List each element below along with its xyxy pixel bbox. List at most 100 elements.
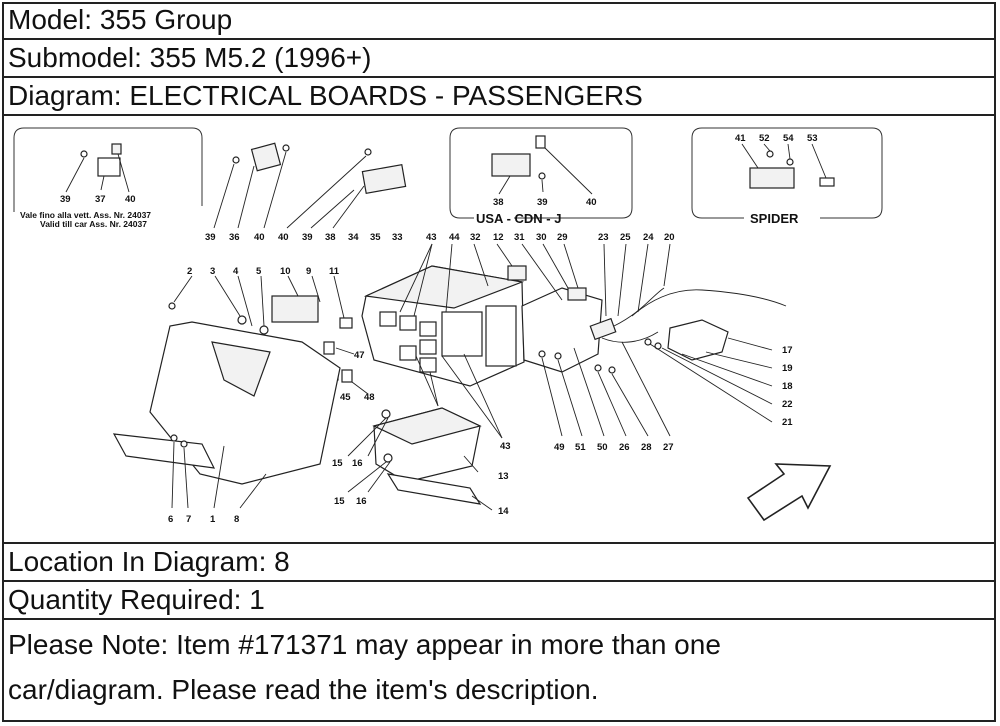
callout-number: 27 [663, 442, 674, 453]
connector-part [271, 295, 319, 323]
callout-number: 40 [254, 232, 265, 243]
quantity-label: Quantity Required: [8, 584, 242, 615]
relay-part [399, 315, 417, 331]
nut-part [259, 325, 269, 335]
callout-number: 18 [782, 381, 793, 392]
callout-number: 25 [620, 232, 631, 243]
callout-number: 50 [597, 442, 608, 453]
callout-number: 13 [498, 471, 509, 482]
fuse-block [485, 305, 517, 367]
quantity-row: Quantity Required: 1 [2, 582, 996, 620]
connector-part [589, 317, 617, 341]
screw-part [538, 172, 546, 180]
relay-part [97, 157, 121, 177]
screw-part [538, 350, 546, 358]
top-row-callouts: 39 36 40 40 39 38 34 35 33 43 44 32 12 3… [205, 232, 675, 243]
callout-number: 38 [493, 197, 504, 208]
callout-number: 12 [493, 232, 504, 243]
callout-number: 19 [782, 363, 793, 374]
nut-part [608, 366, 616, 374]
screw-part [232, 156, 240, 164]
callout-number: 11 [329, 266, 340, 277]
upper-relays [213, 142, 407, 229]
parts-diagram-drawing: 39 37 40 Vale fino alla vett. Ass. Nr. 2… [13, 127, 883, 525]
callout-number: 28 [641, 442, 652, 453]
callout-number: 48 [364, 392, 375, 403]
callout-number: 1 [210, 514, 216, 525]
control-unit: 15 16 13 15 16 14 [332, 407, 509, 517]
callout-number: 52 [759, 133, 770, 144]
callout-number: 43 [500, 441, 511, 452]
callout-number: 40 [278, 232, 289, 243]
callout-number: 23 [598, 232, 609, 243]
callout-number: 40 [125, 194, 136, 205]
callout-number: 39 [205, 232, 216, 243]
note-line-1: Please Note: Item #171371 may appear in … [8, 629, 721, 660]
model-value: 355 Group [99, 4, 233, 35]
clip-part [535, 135, 546, 149]
callout-number: 44 [449, 232, 460, 243]
callout-number: 31 [514, 232, 525, 243]
callout-number: 53 [807, 133, 818, 144]
direction-arrow-icon [746, 463, 832, 522]
relay-part [399, 345, 417, 361]
location-row: Location In Diagram: 8 [2, 544, 996, 582]
callout-number: 38 [325, 232, 336, 243]
note-block: Please Note: Item #171371 may appear in … [2, 620, 996, 722]
callout-number: 39 [60, 194, 71, 205]
callout-number: 9 [306, 266, 311, 277]
location-value: 8 [274, 546, 290, 577]
callout-number: 4 [233, 266, 239, 277]
relay-part [379, 311, 397, 327]
callout-number: 54 [783, 133, 794, 144]
callout-number: 30 [536, 232, 547, 243]
nut-part [644, 338, 652, 346]
right-bracket-assembly: 17 19 18 22 21 49 51 50 26 28 27 [521, 243, 793, 453]
callout-number: 36 [229, 232, 240, 243]
callout-number: 39 [302, 232, 313, 243]
diagram-label: Diagram: [8, 80, 122, 111]
callout-number: 35 [370, 232, 381, 243]
callout-number: 40 [586, 197, 597, 208]
callout-number: 32 [470, 232, 481, 243]
callout-number: 49 [554, 442, 565, 453]
screw-part [170, 434, 178, 442]
panel-cutout [211, 341, 271, 397]
inset-caption-english: Valid till car Ass. Nr. 24037 [40, 219, 147, 229]
callout-number: 16 [356, 496, 367, 507]
diagram-title-row: Diagram: ELECTRICAL BOARDS - PASSENGERS [2, 78, 996, 116]
inset-spider-title: SPIDER [750, 211, 799, 226]
parts-diagram: 39 37 40 Vale fino alla vett. Ass. Nr. 2… [2, 116, 996, 544]
callout-number: 5 [256, 266, 262, 277]
spider-clip-part [819, 177, 835, 187]
screw-part [80, 150, 88, 158]
relay-part [323, 341, 335, 355]
inset-usa-cdn-j: 38 39 40 USA - CDN - J [449, 127, 633, 226]
callout-number: 14 [498, 506, 509, 517]
bracket-part [386, 473, 482, 505]
callout-number: 15 [332, 458, 343, 469]
clip-part [282, 144, 290, 152]
callout-number: 34 [348, 232, 359, 243]
spider-relay-part [749, 167, 795, 189]
callout-number: 16 [352, 458, 363, 469]
callout-number: 22 [782, 399, 793, 410]
clip-part [339, 317, 353, 329]
connector-part [567, 287, 587, 301]
relay-part [667, 319, 729, 361]
nut-part [594, 364, 602, 372]
inset-caption-italian: Vale fino alla vett. Ass. Nr. 24037 [20, 210, 151, 220]
nut-part [381, 409, 391, 419]
model-row: Model: 355 Group [2, 2, 996, 40]
board-top [363, 265, 525, 309]
callout-number: 10 [280, 266, 291, 277]
washer-part [786, 158, 794, 166]
callout-number: 17 [782, 345, 793, 356]
submodel-label: Submodel: [8, 42, 142, 73]
callout-number: 41 [735, 133, 746, 144]
callout-number: 39 [537, 197, 548, 208]
nut-part [383, 453, 393, 463]
relay-part [250, 142, 282, 172]
location-label: Location In Diagram: [8, 546, 267, 577]
